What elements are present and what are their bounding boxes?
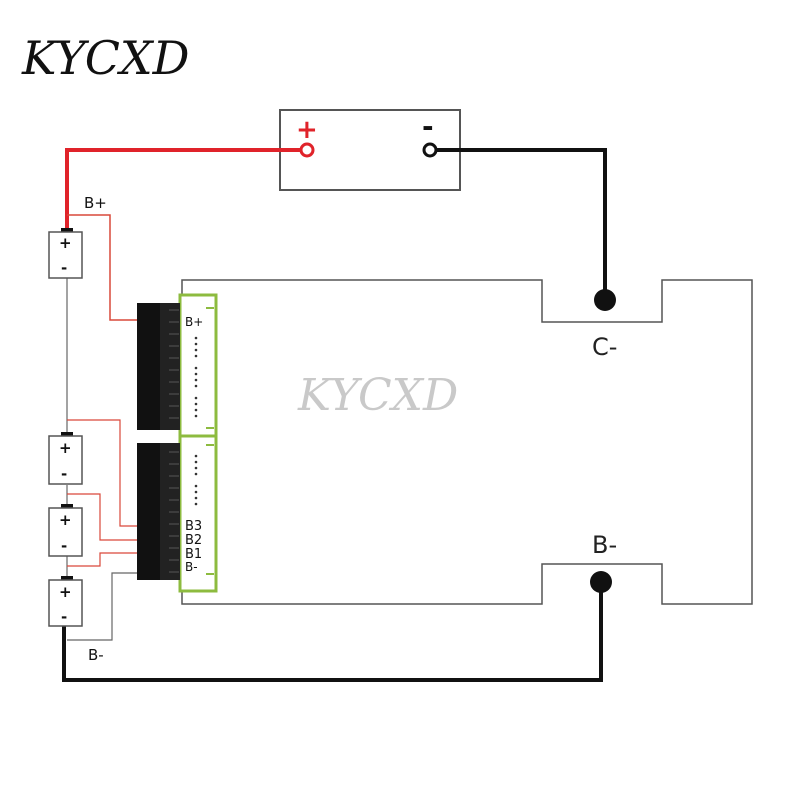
battery-cell-1: + - [48,228,83,279]
b3-sense-wire [67,419,137,527]
b-minus-sense-wire [67,572,137,641]
watermark: KYCXD [297,370,458,421]
pcb-green-pin-marks [206,307,214,575]
pin-label-b-minus: B- [185,560,198,574]
battery-cell-2: + - [48,432,83,485]
connector-plug-ribs [169,309,179,573]
cell-2-minus: - [61,465,67,483]
b-plus-wire-label: B+ [84,194,107,212]
pin-label-b2: B2 [185,533,202,548]
b2-sense-wire [67,493,137,541]
charger-positive-terminal [299,142,315,158]
charger-negative-wire [437,148,607,300]
battery-cell-3: + - [48,504,83,557]
cell-2-plus: + [59,439,72,457]
charger-negative-terminal [422,142,438,158]
pin-label-b3: B3 [185,519,202,534]
positive-main-wire [65,148,300,232]
cell-3-minus: - [61,537,67,555]
cell-1-minus: - [61,259,67,277]
charger-plus-label: + [296,115,318,145]
pin-label-b1: B1 [185,547,202,562]
b-plus-sense-wire [67,214,137,321]
c-minus-pad [594,289,616,311]
bms-board-outline [181,279,753,605]
cell-4-minus: - [61,608,67,626]
cell-4-plus: + [59,583,72,601]
charger-minus-label: - [422,110,434,143]
battery-cell-4: + - [48,576,83,627]
b-minus-wire-label: B- [88,646,104,664]
b-minus-label: B- [592,531,617,559]
pack-negative-wire [62,582,603,682]
c-minus-label: C- [592,333,617,361]
connector-plug-upper-tab [160,303,180,430]
pin-label-b-plus: B+ [185,315,203,329]
b1-sense-wire [67,552,137,567]
pcb-pin-dots [194,336,198,506]
cell-3-plus: + [59,511,72,529]
cell-1-plus: + [59,234,72,252]
brand-logo: KYCXD [21,31,190,85]
